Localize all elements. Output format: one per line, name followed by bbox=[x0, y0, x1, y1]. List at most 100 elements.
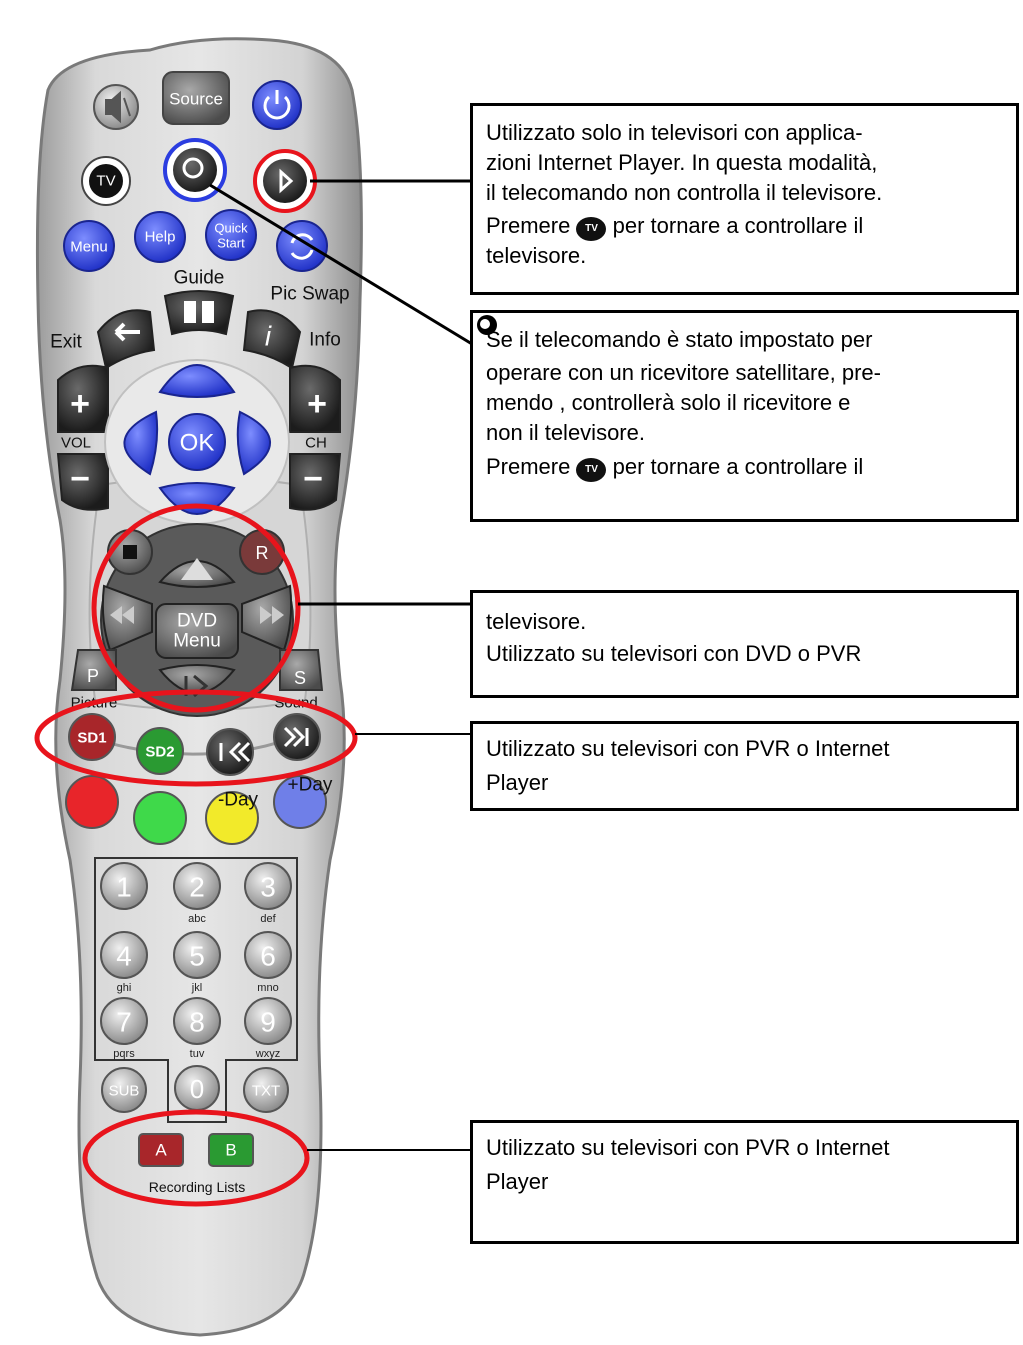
record-button[interactable]: R bbox=[239, 529, 285, 575]
quick-start-label-line1: Quick bbox=[214, 221, 248, 236]
dpad-left-button[interactable] bbox=[123, 410, 159, 476]
key-9-letters: wxyz bbox=[255, 1048, 280, 1060]
blue-key[interactable] bbox=[273, 775, 327, 829]
sd2-button-label: SD2 bbox=[145, 744, 174, 761]
key-1-cap bbox=[100, 862, 148, 910]
skip-back-button[interactable] bbox=[206, 728, 254, 776]
teletext-button[interactable]: TXT bbox=[243, 1067, 289, 1113]
quick-start-button[interactable]: Quick Start bbox=[205, 209, 257, 261]
rewind-button[interactable] bbox=[101, 584, 153, 652]
volume-up-symbol: + bbox=[70, 385, 90, 423]
volume-down-symbol: − bbox=[70, 460, 90, 498]
subtitle-button[interactable]: SUB bbox=[101, 1067, 147, 1113]
ok-button[interactable]: OK bbox=[168, 413, 226, 471]
dpad-right-button[interactable] bbox=[236, 410, 271, 476]
key-2-button[interactable]: 2 abc bbox=[173, 862, 221, 925]
tv-mode-button[interactable]: TV bbox=[81, 156, 131, 206]
recording-list-a-button[interactable]: A bbox=[138, 1133, 184, 1167]
internet-player-button[interactable] bbox=[253, 149, 317, 213]
tv-mode-button-label: TV bbox=[96, 173, 115, 190]
guide-label: Guide bbox=[174, 268, 225, 289]
yellow-key[interactable] bbox=[205, 791, 259, 845]
callout4-line2: Player bbox=[486, 770, 549, 795]
key-3-button[interactable]: 3 def bbox=[244, 862, 292, 925]
keypad-frame bbox=[94, 857, 298, 1123]
callout3-line1: televisore. bbox=[486, 609, 587, 634]
callout-pvr-recording: Utilizzato su televisori con PVR o Inter… bbox=[470, 1120, 1019, 1244]
source-button-label: Source bbox=[169, 90, 223, 109]
stop-icon bbox=[123, 545, 137, 559]
key-6-digit: 6 bbox=[260, 941, 276, 972]
key-8-cap bbox=[173, 997, 221, 1045]
key-4-cap bbox=[100, 931, 148, 979]
swap-icon bbox=[290, 233, 314, 260]
minus-day-label: -Day bbox=[218, 790, 259, 811]
info-label: Info bbox=[309, 330, 341, 351]
key-3-letters: def bbox=[260, 913, 276, 925]
picture-button[interactable]: P bbox=[70, 649, 117, 691]
key-0-digit: 0 bbox=[190, 1074, 204, 1104]
channel-down-button[interactable]: − bbox=[289, 453, 342, 511]
fast-forward-button[interactable] bbox=[241, 584, 293, 652]
recording-list-b-button[interactable]: B bbox=[208, 1133, 254, 1167]
stop-button[interactable] bbox=[107, 529, 153, 575]
key-3-digit: 3 bbox=[260, 872, 276, 903]
mute-button[interactable] bbox=[93, 84, 139, 130]
tv-button-icon: TV bbox=[576, 458, 607, 482]
sd1-button[interactable]: SD1 bbox=[68, 713, 116, 761]
dvd-menu-label-line1: DVD bbox=[177, 611, 217, 632]
satellite-mode-button[interactable] bbox=[163, 138, 227, 202]
skip-forward-icon bbox=[283, 726, 309, 748]
callout2-line3: mendo , controllerà solo il ricevitore e bbox=[477, 315, 1002, 418]
dpad-up-button[interactable] bbox=[158, 364, 236, 398]
recording-list-b-label: B bbox=[225, 1141, 236, 1160]
fast-forward-icon bbox=[260, 606, 284, 624]
satellite-icon bbox=[182, 157, 204, 179]
channel-up-button[interactable]: + bbox=[289, 364, 341, 433]
key-8-letters: tuv bbox=[190, 1048, 205, 1060]
info-button[interactable]: i bbox=[242, 309, 302, 370]
red-key[interactable] bbox=[65, 775, 119, 829]
satellite-button-icon bbox=[477, 315, 497, 335]
volume-down-button[interactable]: − bbox=[56, 453, 109, 511]
exit-button[interactable] bbox=[96, 309, 156, 370]
callout3-line2: Utilizzato su televisori con DVD o PVR bbox=[486, 641, 862, 666]
key-6-cap bbox=[244, 931, 292, 979]
callout4-line1: Utilizzato su televisori con PVR o Inter… bbox=[486, 736, 890, 761]
sound-button[interactable]: S bbox=[279, 649, 324, 691]
guide-button[interactable] bbox=[163, 290, 235, 336]
menu-button[interactable]: Menu bbox=[63, 220, 115, 272]
key-1-button[interactable]: 1 bbox=[100, 862, 148, 910]
record-button-label: R bbox=[256, 543, 269, 563]
callout1-line4: Premere TV per tornare a controllare il bbox=[486, 211, 1002, 241]
volume-up-button[interactable]: + bbox=[57, 364, 109, 433]
dvd-menu-button[interactable]: DVD Menu bbox=[155, 603, 239, 659]
recording-list-a-label: A bbox=[155, 1141, 167, 1160]
callout-dvd: televisore. Utilizzato su televisori con… bbox=[470, 590, 1019, 698]
sd-highlight-ring bbox=[34, 689, 358, 787]
exit-label: Exit bbox=[50, 332, 82, 353]
key-2-digit: 2 bbox=[189, 872, 205, 903]
play-button[interactable] bbox=[158, 558, 236, 588]
help-button[interactable]: Help bbox=[134, 211, 186, 263]
key-2-cap bbox=[173, 862, 221, 910]
sd2-button[interactable]: SD2 bbox=[136, 727, 184, 775]
key-0-button[interactable]: 0 bbox=[174, 1065, 220, 1111]
skip-forward-button[interactable] bbox=[273, 713, 321, 761]
callout-satellite: Se il telecomando è stato impostato per … bbox=[470, 310, 1019, 522]
back-arrow-icon bbox=[114, 322, 140, 342]
key-2-letters: abc bbox=[188, 913, 206, 925]
power-icon bbox=[263, 90, 291, 120]
green-key[interactable] bbox=[133, 791, 187, 845]
source-button[interactable]: Source bbox=[162, 71, 230, 125]
power-button[interactable] bbox=[252, 80, 302, 130]
channel-up-symbol: + bbox=[307, 385, 327, 423]
play-up-icon bbox=[181, 558, 213, 580]
